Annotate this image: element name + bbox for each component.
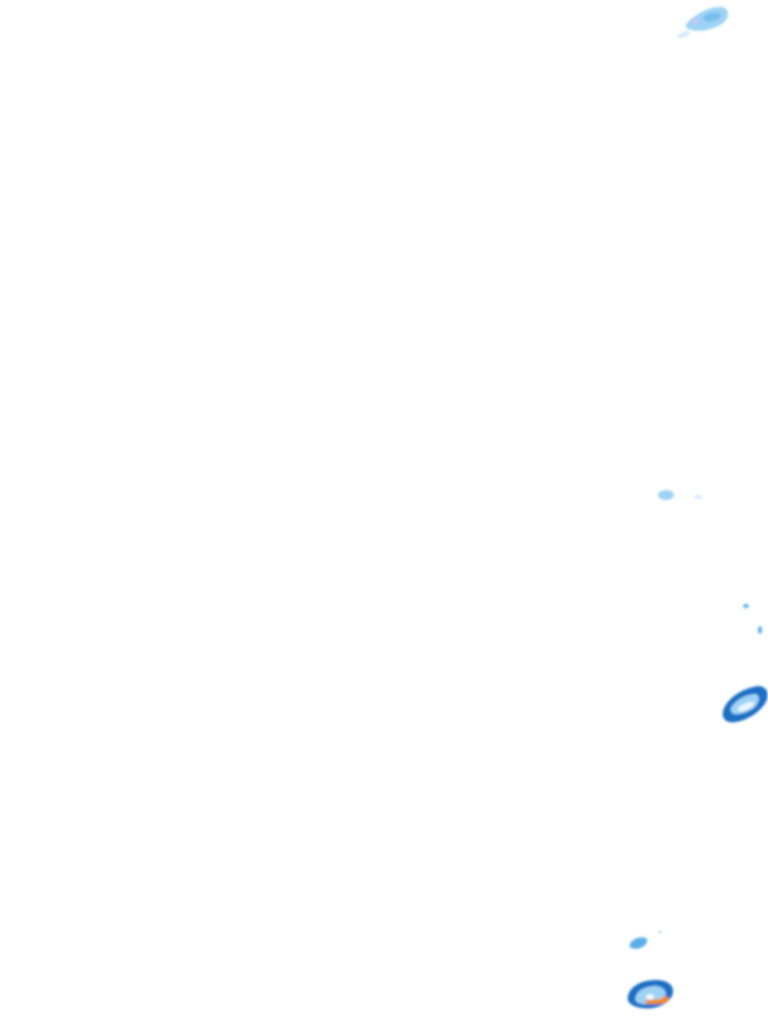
precip-echo-south	[627, 931, 674, 1009]
precip-echo-center	[658, 490, 702, 500]
east-speck-1	[743, 604, 749, 608]
center-echo-main	[658, 490, 674, 500]
north-echo-trace	[693, 19, 697, 23]
north-echo-tail	[676, 31, 690, 38]
south-echo-speck	[659, 931, 661, 933]
south-echo-clear	[646, 994, 654, 1000]
east-band-gap	[737, 701, 755, 712]
north-echo-core	[703, 12, 722, 22]
precip-echo-east	[722, 604, 768, 723]
east-speck-2	[758, 626, 762, 634]
south-echo-upper	[629, 937, 648, 949]
center-echo-small	[694, 495, 702, 499]
precip-echo-north	[676, 6, 728, 38]
south-echo-dot	[662, 996, 668, 1002]
